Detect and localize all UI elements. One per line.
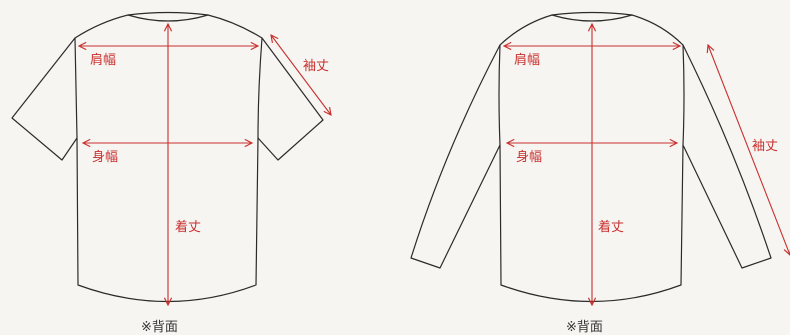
short-sleeve-sleeve-label: 袖丈	[303, 59, 329, 74]
long-sleeve-length-label: 着丈	[598, 219, 624, 235]
long-sleeve-left-seam	[498, 44, 501, 146]
short-sleeve-body-label: 身幅	[92, 149, 118, 165]
short-sleeve-right-seam	[257, 37, 263, 139]
long-sleeve-right-seam	[682, 44, 685, 146]
long-sleeve-collar	[551, 14, 633, 22]
long-sleeve-caption: ※背面	[566, 320, 603, 335]
short-sleeve-shoulder-label: 肩幅	[90, 52, 116, 68]
short-sleeve-collar	[127, 14, 209, 22]
long-sleeve-sleeve-label: 袖丈	[752, 139, 778, 154]
short-sleeve-caption: ※背面	[141, 320, 178, 335]
long-sleeve-tshirt: 肩幅 袖丈 身幅 着丈 ※背面	[410, 11, 790, 335]
long-sleeve-sleeve-arrow	[708, 45, 790, 255]
long-sleeve-shoulder-label: 肩幅	[514, 52, 540, 68]
long-sleeve-body-outline	[410, 11, 772, 303]
short-sleeve-length-label: 着丈	[175, 219, 201, 235]
short-sleeve-left-seam	[74, 37, 78, 139]
long-sleeve-body-label: 身幅	[516, 149, 542, 165]
short-sleeve-tshirt: 肩幅 袖丈 身幅 着丈 ※背面	[11, 11, 331, 335]
short-sleeve-sleeve-arrow	[271, 35, 331, 115]
